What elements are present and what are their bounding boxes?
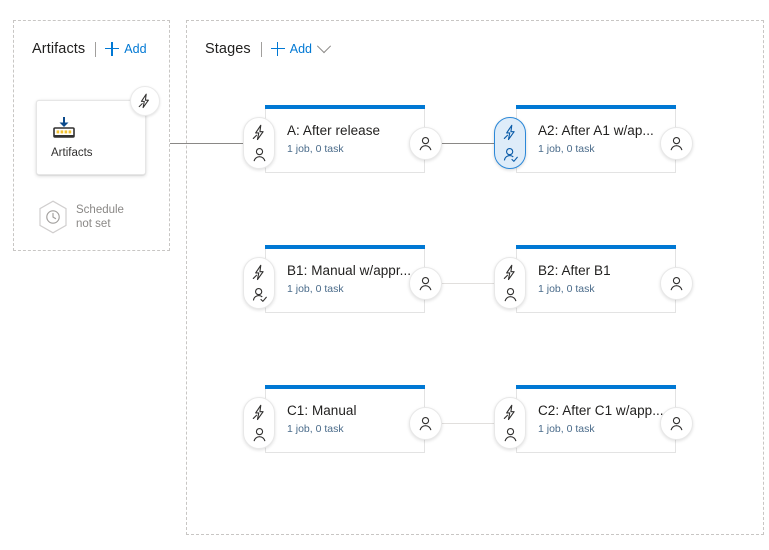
post-deployment-conditions-button[interactable] [409, 267, 442, 300]
edge-artifact-to-a [170, 143, 244, 145]
stage-subtitle: 1 job, 0 task [538, 143, 595, 155]
stages-panel: Stages Add [186, 20, 764, 535]
stages-panel-header: Stages Add [205, 39, 332, 59]
person-icon [668, 415, 685, 432]
person-icon [251, 146, 268, 163]
stage-card-text: B1: Manual w/appr... 1 job, 0 task [287, 263, 415, 295]
person-icon [417, 135, 434, 152]
stage-subtitle: 1 job, 0 task [287, 143, 344, 155]
pre-deployment-conditions-button[interactable] [243, 257, 275, 309]
stage-status-bar [516, 245, 676, 249]
stage-card-body[interactable] [265, 245, 425, 313]
stage-subtitle: 1 job, 0 task [538, 423, 595, 435]
person-icon [251, 426, 268, 443]
stage-status-bar [265, 385, 425, 389]
post-deployment-conditions-button[interactable] [409, 127, 442, 160]
add-stage-button[interactable]: Add [270, 42, 312, 56]
pre-deployment-conditions-button[interactable] [243, 397, 275, 449]
post-deployment-conditions-button[interactable] [660, 127, 693, 160]
lightning-bolt-icon [502, 264, 519, 281]
stage-status-bar [516, 105, 676, 109]
stage-card-text: C1: Manual 1 job, 0 task [287, 403, 415, 435]
stage-card[interactable]: B1: Manual w/appr... 1 job, 0 task [243, 245, 442, 313]
person-check-icon [251, 286, 268, 303]
stage-status-bar [516, 385, 676, 389]
stage-status-bar [265, 245, 425, 249]
stage-card-text: A: After release 1 job, 0 task [287, 123, 415, 155]
stage-card[interactable]: C2: After C1 w/app... 1 job, 0 task [494, 385, 693, 453]
schedule-line-2: not set [76, 218, 111, 230]
edge-c1-to-c2 [440, 423, 496, 424]
pre-deployment-conditions-button[interactable] [494, 117, 526, 169]
person-icon [417, 415, 434, 432]
stage-card-text: B2: After B1 1 job, 0 task [538, 263, 666, 295]
artifact-card[interactable]: Artifacts [36, 86, 160, 175]
stage-card-text: A2: After A1 w/ap... 1 job, 0 task [538, 123, 666, 155]
stage-card-body[interactable] [516, 245, 676, 313]
edge-b1-to-b2 [440, 283, 496, 284]
pre-deployment-conditions-button[interactable] [494, 397, 526, 449]
stage-status-bar [265, 105, 425, 109]
stage-subtitle: 1 job, 0 task [538, 283, 595, 295]
stage-card-body[interactable] [516, 385, 676, 453]
schedule-trigger-item[interactable]: Schedule not set [38, 200, 124, 234]
stage-card[interactable]: B2: After B1 1 job, 0 task [494, 245, 693, 313]
person-icon [417, 275, 434, 292]
post-deployment-conditions-button[interactable] [660, 407, 693, 440]
stage-card-body[interactable] [265, 105, 425, 173]
stage-card[interactable]: A2: After A1 w/ap... 1 job, 0 task [494, 105, 693, 173]
lightning-bolt-icon [251, 124, 268, 141]
person-icon [668, 135, 685, 152]
plus-icon [270, 42, 285, 56]
clock-hexagon-icon [38, 200, 68, 234]
person-icon [502, 426, 519, 443]
add-artifact-button[interactable]: Add [105, 42, 147, 56]
stage-subtitle: 1 job, 0 task [287, 283, 344, 295]
add-stage-label: Add [289, 42, 312, 56]
stage-title: C1: Manual [287, 403, 357, 418]
pre-deployment-conditions-button[interactable] [494, 257, 526, 309]
stage-title: A2: After A1 w/ap... [538, 123, 654, 138]
stage-title: C2: After C1 w/app... [538, 403, 664, 418]
artifact-trigger-button[interactable] [130, 86, 160, 116]
stage-title: B1: Manual w/appr... [287, 263, 412, 278]
stage-card-text: C2: After C1 w/app... 1 job, 0 task [538, 403, 666, 435]
header-divider [260, 41, 262, 57]
stages-title: Stages [205, 41, 251, 57]
person-check-icon [502, 146, 519, 163]
person-icon [502, 286, 519, 303]
stage-card-body[interactable] [265, 385, 425, 453]
stage-card[interactable]: C1: Manual 1 job, 0 task [243, 385, 442, 453]
lightning-bolt-icon [502, 124, 519, 141]
schedule-line-1: Schedule [76, 204, 124, 216]
person-icon [668, 275, 685, 292]
lightning-bolt-icon [251, 264, 268, 281]
header-divider [95, 41, 97, 57]
artifacts-panel: Artifacts Add [13, 20, 170, 251]
stage-title: B2: After B1 [538, 263, 611, 278]
artifacts-title: Artifacts [32, 41, 86, 57]
stage-title: A: After release [287, 123, 381, 138]
artifact-card-content: Artifacts [51, 116, 93, 159]
post-deployment-conditions-button[interactable] [409, 407, 442, 440]
stage-subtitle: 1 job, 0 task [287, 423, 344, 435]
artifact-drop-icon [51, 116, 77, 140]
chevron-down-icon[interactable] [316, 39, 332, 54]
pre-deployment-conditions-button[interactable] [243, 117, 275, 169]
artifacts-panel-header: Artifacts Add [32, 39, 147, 59]
post-deployment-conditions-button[interactable] [660, 267, 693, 300]
plus-icon [105, 42, 120, 56]
schedule-label: Schedule not set [76, 203, 124, 231]
edge-a-to-a2 [440, 143, 496, 145]
add-artifact-label: Add [124, 42, 147, 56]
artifact-card-label: Artifacts [51, 147, 93, 159]
lightning-bolt-icon [251, 404, 268, 421]
lightning-bolt-icon [137, 93, 153, 109]
stage-card[interactable]: A: After release 1 job, 0 task [243, 105, 442, 173]
lightning-bolt-icon [502, 404, 519, 421]
